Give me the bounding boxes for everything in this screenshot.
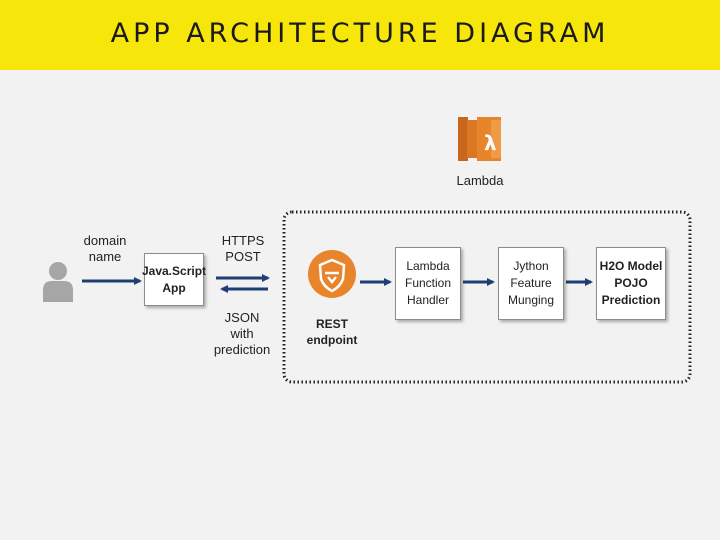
lambda-function-handler-box: Lambda Function Handler [395, 247, 461, 320]
https-post-line2: POST [225, 249, 261, 264]
javascript-app-box: Java.Script App [141, 253, 207, 306]
domain-name-label: domain name [70, 233, 140, 265]
json-line1: JSON [224, 310, 260, 325]
https-post-label: HTTPS POST [212, 233, 274, 265]
jython-feature-munging-box: Jython Feature Munging [498, 247, 564, 320]
json-line2: with [230, 326, 254, 341]
javascript-app-line2: App [162, 280, 186, 295]
jython-line1: Jython [513, 259, 549, 273]
rest-line1: REST [315, 317, 348, 331]
rest-endpoint-label: REST endpoint [298, 316, 366, 348]
json-prediction-label: JSON with prediction [205, 310, 279, 358]
h2o-line2: POJO [614, 276, 648, 290]
domain-name-line1: domain [83, 233, 127, 248]
lfh-line2: Function [404, 276, 452, 290]
rest-line2: endpoint [306, 333, 358, 347]
h2o-line3: Prediction [601, 293, 661, 307]
https-post-line1: HTTPS [221, 233, 265, 248]
jython-line3: Munging [507, 293, 555, 307]
page-title: APP ARCHITECTURE DIAGRAM [110, 18, 610, 49]
jython-line2: Feature [510, 276, 552, 290]
title-bar: APP ARCHITECTURE DIAGRAM [0, 0, 720, 70]
json-line3: prediction [213, 342, 271, 357]
lambda-label: Lambda [456, 173, 504, 188]
lambda-container [282, 210, 692, 384]
domain-name-line2: name [88, 249, 122, 264]
h2o-line1: H2O Model [599, 259, 663, 273]
h2o-model-box: H2O Model POJO Prediction [596, 247, 666, 320]
javascript-app-line1: Java.Script [141, 263, 207, 278]
lfh-line3: Handler [406, 293, 450, 307]
lfh-line1: Lambda [406, 259, 450, 273]
